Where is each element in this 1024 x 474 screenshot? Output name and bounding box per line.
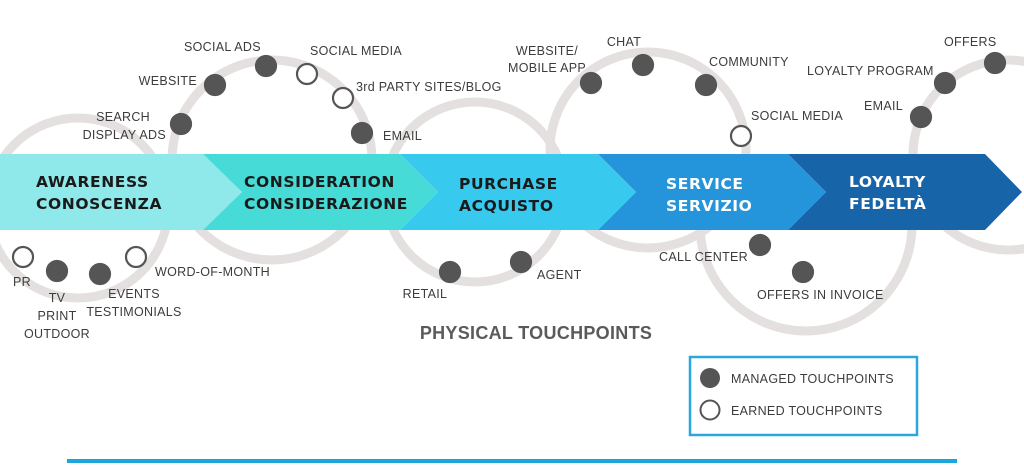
managed-touchpoint-dot xyxy=(203,73,227,97)
managed-touchpoint-dot xyxy=(45,259,69,283)
touchpoint-label-call-center: CALL CENTER xyxy=(659,250,748,264)
earned-touchpoint-dot xyxy=(331,86,355,110)
touchpoint-label-outdoor: OUTDOOR xyxy=(24,327,90,341)
service-loop xyxy=(545,47,751,253)
managed-touchpoint-dot xyxy=(509,250,533,274)
stage-awareness-sublabel: CONOSCENZA xyxy=(36,195,162,213)
touchpoint-label-loyalty-program: LOYALTY PROGRAM xyxy=(807,64,934,78)
stage-awareness-label: AWARENESS xyxy=(36,173,149,191)
earned-touchpoint-dot xyxy=(729,124,753,148)
touchpoint-label-website-mobile-app: WEBSITE/ xyxy=(516,44,578,58)
legend-earned-dot xyxy=(699,399,721,421)
legend: MANAGED TOUCHPOINTS EARNED TOUCHPOINTS xyxy=(688,355,919,437)
touchpoint-label-email: EMAIL xyxy=(864,99,903,113)
bottom-rule xyxy=(67,459,957,463)
physical-touchpoints-label: PHYSICAL TOUCHPOINTS xyxy=(420,323,652,343)
touchpoint-label-chat: CHAT xyxy=(607,35,641,49)
stage-labels: AWARENESS CONOSCENZA CONSIDERATION CONSI… xyxy=(36,173,927,215)
touchpoint-label-website-mobile-app-line2: MOBILE APP xyxy=(508,61,586,75)
touchpoint-label-events: EVENTS xyxy=(108,287,160,301)
earned-touchpoint-dot xyxy=(295,62,319,86)
stage-service-arrow xyxy=(598,154,826,230)
touchpoint-label-retail: RETAIL xyxy=(403,287,448,301)
legend-earned-label: EARNED TOUCHPOINTS xyxy=(731,404,883,418)
stage-loyalty-label: LOYALTY xyxy=(849,173,926,191)
touchpoint-label-tv: TV xyxy=(49,291,66,305)
stage-service-sublabel: SERVIZIO xyxy=(666,197,752,215)
touchpoint-label-search: SEARCH xyxy=(96,110,150,124)
managed-touchpoint-dot xyxy=(88,262,112,286)
touchpoint-label-email: EMAIL xyxy=(383,129,422,143)
stage-awareness-arrow xyxy=(0,154,242,230)
managed-touchpoint-dot xyxy=(983,51,1007,75)
legend-managed-label: MANAGED TOUCHPOINTS xyxy=(731,372,894,386)
stage-purchase-label: PURCHASE xyxy=(459,175,558,193)
touchpoint-label-print: PRINT xyxy=(38,309,77,323)
touchpoint-label-pr: PR xyxy=(13,275,31,289)
touchpoint-label-community: COMMUNITY xyxy=(709,55,789,69)
managed-touchpoint-dot xyxy=(438,260,462,284)
touchpoint-label-display-ads: DISPLAY ADS xyxy=(83,128,166,142)
legend-managed-dot xyxy=(700,368,720,388)
stage-purchase-arrow xyxy=(400,154,636,230)
stage-band xyxy=(0,154,1022,230)
managed-touchpoint-dot xyxy=(748,233,772,257)
touchpoint-label-offers-in-invoice: OFFERS IN INVOICE xyxy=(757,288,884,302)
managed-touchpoint-dot xyxy=(169,112,193,136)
managed-touchpoint-dot xyxy=(631,53,655,77)
touchpoint-labels: PR TV PRINT OUTDOOR EVENTS TESTIMONIALS … xyxy=(13,35,997,341)
managed-touchpoint-dot xyxy=(791,260,815,284)
managed-touchpoint-dot xyxy=(579,71,603,95)
managed-touchpoint-dot xyxy=(350,121,374,145)
stage-loyalty-arrow xyxy=(788,154,1022,230)
touchpoint-label-website: WEBSITE xyxy=(139,74,197,88)
touchpoint-label-agent: AGENT xyxy=(537,268,582,282)
managed-touchpoint-dot xyxy=(254,54,278,78)
stage-purchase-sublabel: ACQUISTO xyxy=(459,197,554,215)
stage-service-label: SERVICE xyxy=(666,175,744,193)
touchpoint-label-testimonials: TESTIMONIALS xyxy=(86,305,181,319)
touchpoint-label-offers: OFFERS xyxy=(944,35,997,49)
touchpoint-label-social-media: SOCIAL MEDIA xyxy=(310,44,402,58)
stage-consideration-sublabel: CONSIDERAZIONE xyxy=(244,195,408,213)
touchpoint-label-3rd-party-sites: 3rd PARTY SITES/BLOG xyxy=(356,80,502,94)
stage-consideration-label: CONSIDERATION xyxy=(244,173,395,191)
legend-box xyxy=(688,355,919,437)
touchpoint-label-word-of-month: WORD-OF-MONTH xyxy=(155,265,270,279)
stage-consideration-arrow xyxy=(203,154,438,230)
managed-touchpoint-dot xyxy=(909,105,933,129)
touchpoint-label-social-media: SOCIAL MEDIA xyxy=(751,109,843,123)
touchpoint-label-social-ads: SOCIAL ADS xyxy=(184,40,261,54)
touchpoint-dots xyxy=(11,51,1007,286)
managed-touchpoint-dot xyxy=(694,73,718,97)
earned-touchpoint-dot xyxy=(11,245,35,269)
stage-loyalty-sublabel: FEDELTÀ xyxy=(849,194,927,213)
lower-loop-service xyxy=(695,224,917,336)
earned-touchpoint-dot xyxy=(124,245,148,269)
managed-touchpoint-dot xyxy=(933,71,957,95)
